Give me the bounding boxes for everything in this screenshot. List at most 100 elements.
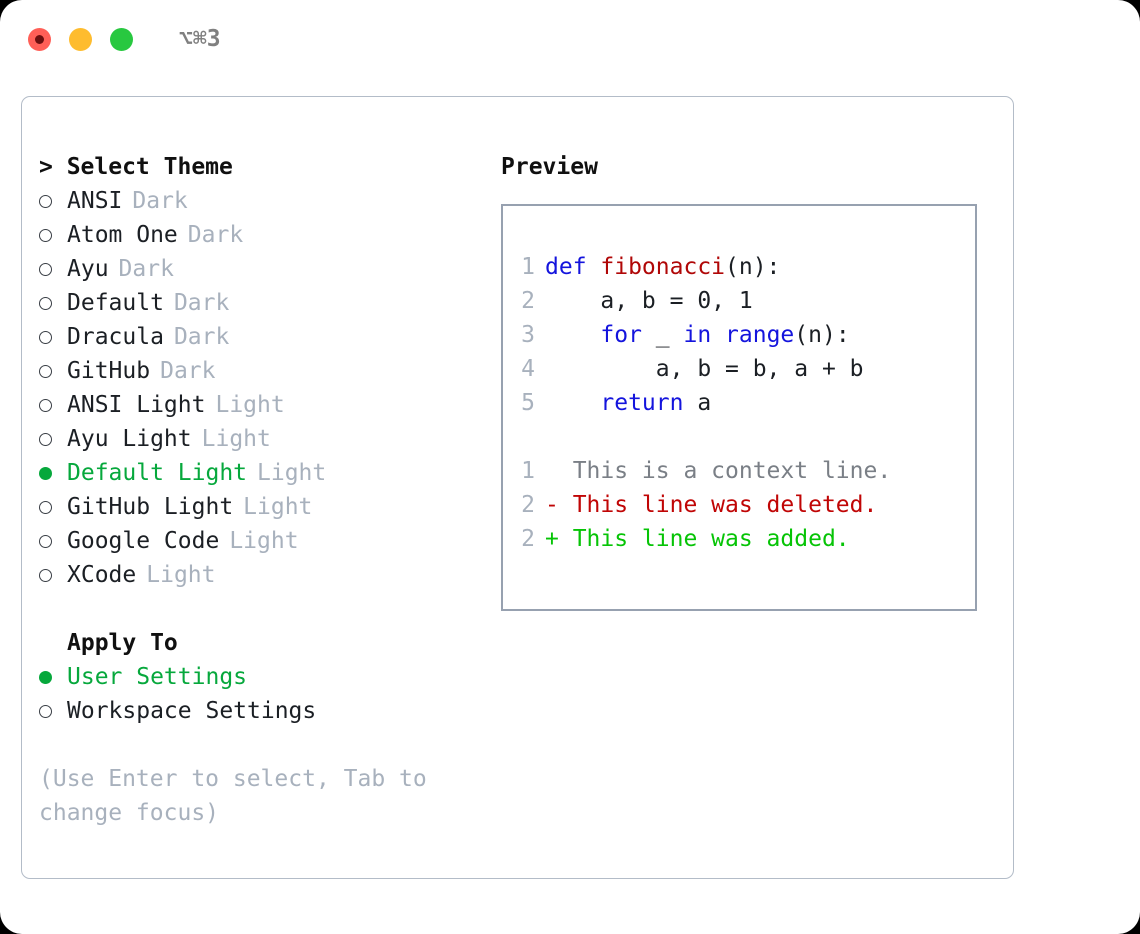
theme-option-11[interactable]: XCode Light [39, 558, 479, 592]
theme-option-10[interactable]: Google Code Light [39, 524, 479, 558]
theme-option-label: Default [67, 290, 164, 316]
radio-unselected-icon[interactable] [39, 262, 67, 276]
theme-option-2[interactable]: Ayu Dark [39, 252, 479, 286]
theme-variant-label: Light [201, 426, 271, 452]
select-theme-header: > Select Theme [39, 154, 233, 180]
code-line-text: def fibonacci(n): [545, 250, 780, 284]
theme-option-label: Default Light [67, 460, 248, 486]
radio-unselected-icon[interactable] [39, 704, 67, 718]
theme-option-3[interactable]: Default Dark [39, 286, 479, 320]
minimize-button-icon[interactable] [69, 27, 92, 51]
maximize-button-icon[interactable] [110, 27, 133, 51]
radio-unselected-icon[interactable] [39, 432, 67, 446]
radio-unselected-icon[interactable] [39, 364, 67, 378]
theme-variant-label: Dark [160, 358, 216, 384]
code-token-plain [545, 322, 600, 348]
radio-selected-icon[interactable] [39, 466, 67, 480]
code-line-text: return a [545, 386, 711, 420]
theme-option-label: GitHub [67, 358, 151, 384]
radio-ring [39, 194, 52, 208]
apply-to-option-label: Workspace Settings [67, 698, 317, 724]
diff-line-number: 2 [521, 526, 535, 552]
radio-ring [39, 568, 52, 582]
diff-line-text: - This line was deleted. [545, 492, 878, 518]
radio-unselected-icon[interactable] [39, 534, 67, 548]
title-bar: ⌥⌘3 [0, 0, 1140, 78]
theme-variant-label: Dark [132, 188, 188, 214]
theme-variant-label: Light [146, 562, 216, 588]
radio-unselected-icon[interactable] [39, 228, 67, 242]
code-token-kw: def [545, 254, 601, 280]
diff-line-text: This is a context line. [545, 458, 892, 484]
radio-unselected-icon[interactable] [39, 194, 67, 208]
apply-to-header: Apply To [67, 630, 178, 656]
theme-option-label: ANSI Light [67, 392, 206, 418]
theme-variant-label: Dark [173, 290, 230, 316]
radio-ring [39, 228, 52, 242]
list-spacer [39, 592, 479, 626]
radio-ring [39, 262, 52, 276]
theme-variant-label: Light [229, 528, 299, 554]
theme-option-label: Google Code [67, 528, 220, 554]
code-token-plain: _ [641, 322, 684, 348]
code-line: 5 return a [503, 386, 975, 420]
keyboard-shortcut-label: ⌥⌘3 [179, 25, 221, 52]
code-line-number: 5 [521, 390, 535, 416]
radio-selected-icon[interactable] [39, 670, 67, 684]
traffic-lights [28, 27, 133, 51]
apply-to-option-1[interactable]: Workspace Settings [39, 694, 479, 728]
radio-ring [39, 704, 52, 718]
diff-line-number: 1 [521, 458, 535, 484]
code-line: 2 a, b = 0, 1 [503, 284, 975, 318]
theme-variant-label: Light [243, 494, 313, 520]
code-line-text: for _ in range(n): [545, 318, 850, 352]
code-diff-separator [503, 420, 975, 454]
diff-line-ctx: 1 This is a context line. [503, 454, 975, 488]
apply-to-option-0[interactable]: User Settings [39, 660, 479, 694]
radio-unselected-icon[interactable] [39, 398, 67, 412]
code-token-plain: a [683, 390, 712, 416]
radio-unselected-icon[interactable] [39, 568, 67, 582]
theme-option-0[interactable]: ANSI Dark [39, 184, 479, 218]
preview-header: Preview [501, 154, 598, 180]
radio-unselected-icon[interactable] [39, 296, 67, 310]
theme-option-label: XCode [67, 562, 137, 588]
radio-ring [39, 296, 52, 310]
radio-unselected-icon[interactable] [39, 500, 67, 514]
radio-ring [39, 330, 52, 344]
code-line-text: a, b = b, a + b [545, 352, 864, 386]
radio-ring [39, 500, 52, 514]
code-token-plain: (n): [794, 322, 850, 348]
code-token-plain: a, b = 0, 1 [545, 288, 753, 314]
radio-unselected-icon[interactable] [39, 330, 67, 344]
code-token-kw: in [683, 322, 712, 348]
diff-sample: 1 This is a context line. 2 - This line wa… [503, 454, 975, 556]
code-line: 3 for _ in range(n): [503, 318, 975, 352]
code-token-plain: a, b = b, a + b [545, 356, 864, 382]
theme-variant-label: Dark [118, 256, 174, 282]
code-line-number: 2 [521, 288, 535, 314]
theme-option-label: GitHub Light [67, 494, 234, 520]
theme-option-label: Ayu [67, 256, 109, 282]
close-button-icon[interactable] [28, 27, 51, 51]
diff-line-number: 2 [521, 492, 535, 518]
keyboard-hint-text: (Use Enter to select, Tab to change focu… [39, 766, 441, 826]
theme-option-5[interactable]: GitHub Dark [39, 354, 479, 388]
diff-line-del: 2 - This line was deleted. [503, 488, 975, 522]
radio-dot [39, 466, 52, 480]
theme-option-9[interactable]: GitHub Light Light [39, 490, 479, 524]
theme-option-label: ANSI [67, 188, 123, 214]
code-token-kw: range [725, 322, 795, 348]
